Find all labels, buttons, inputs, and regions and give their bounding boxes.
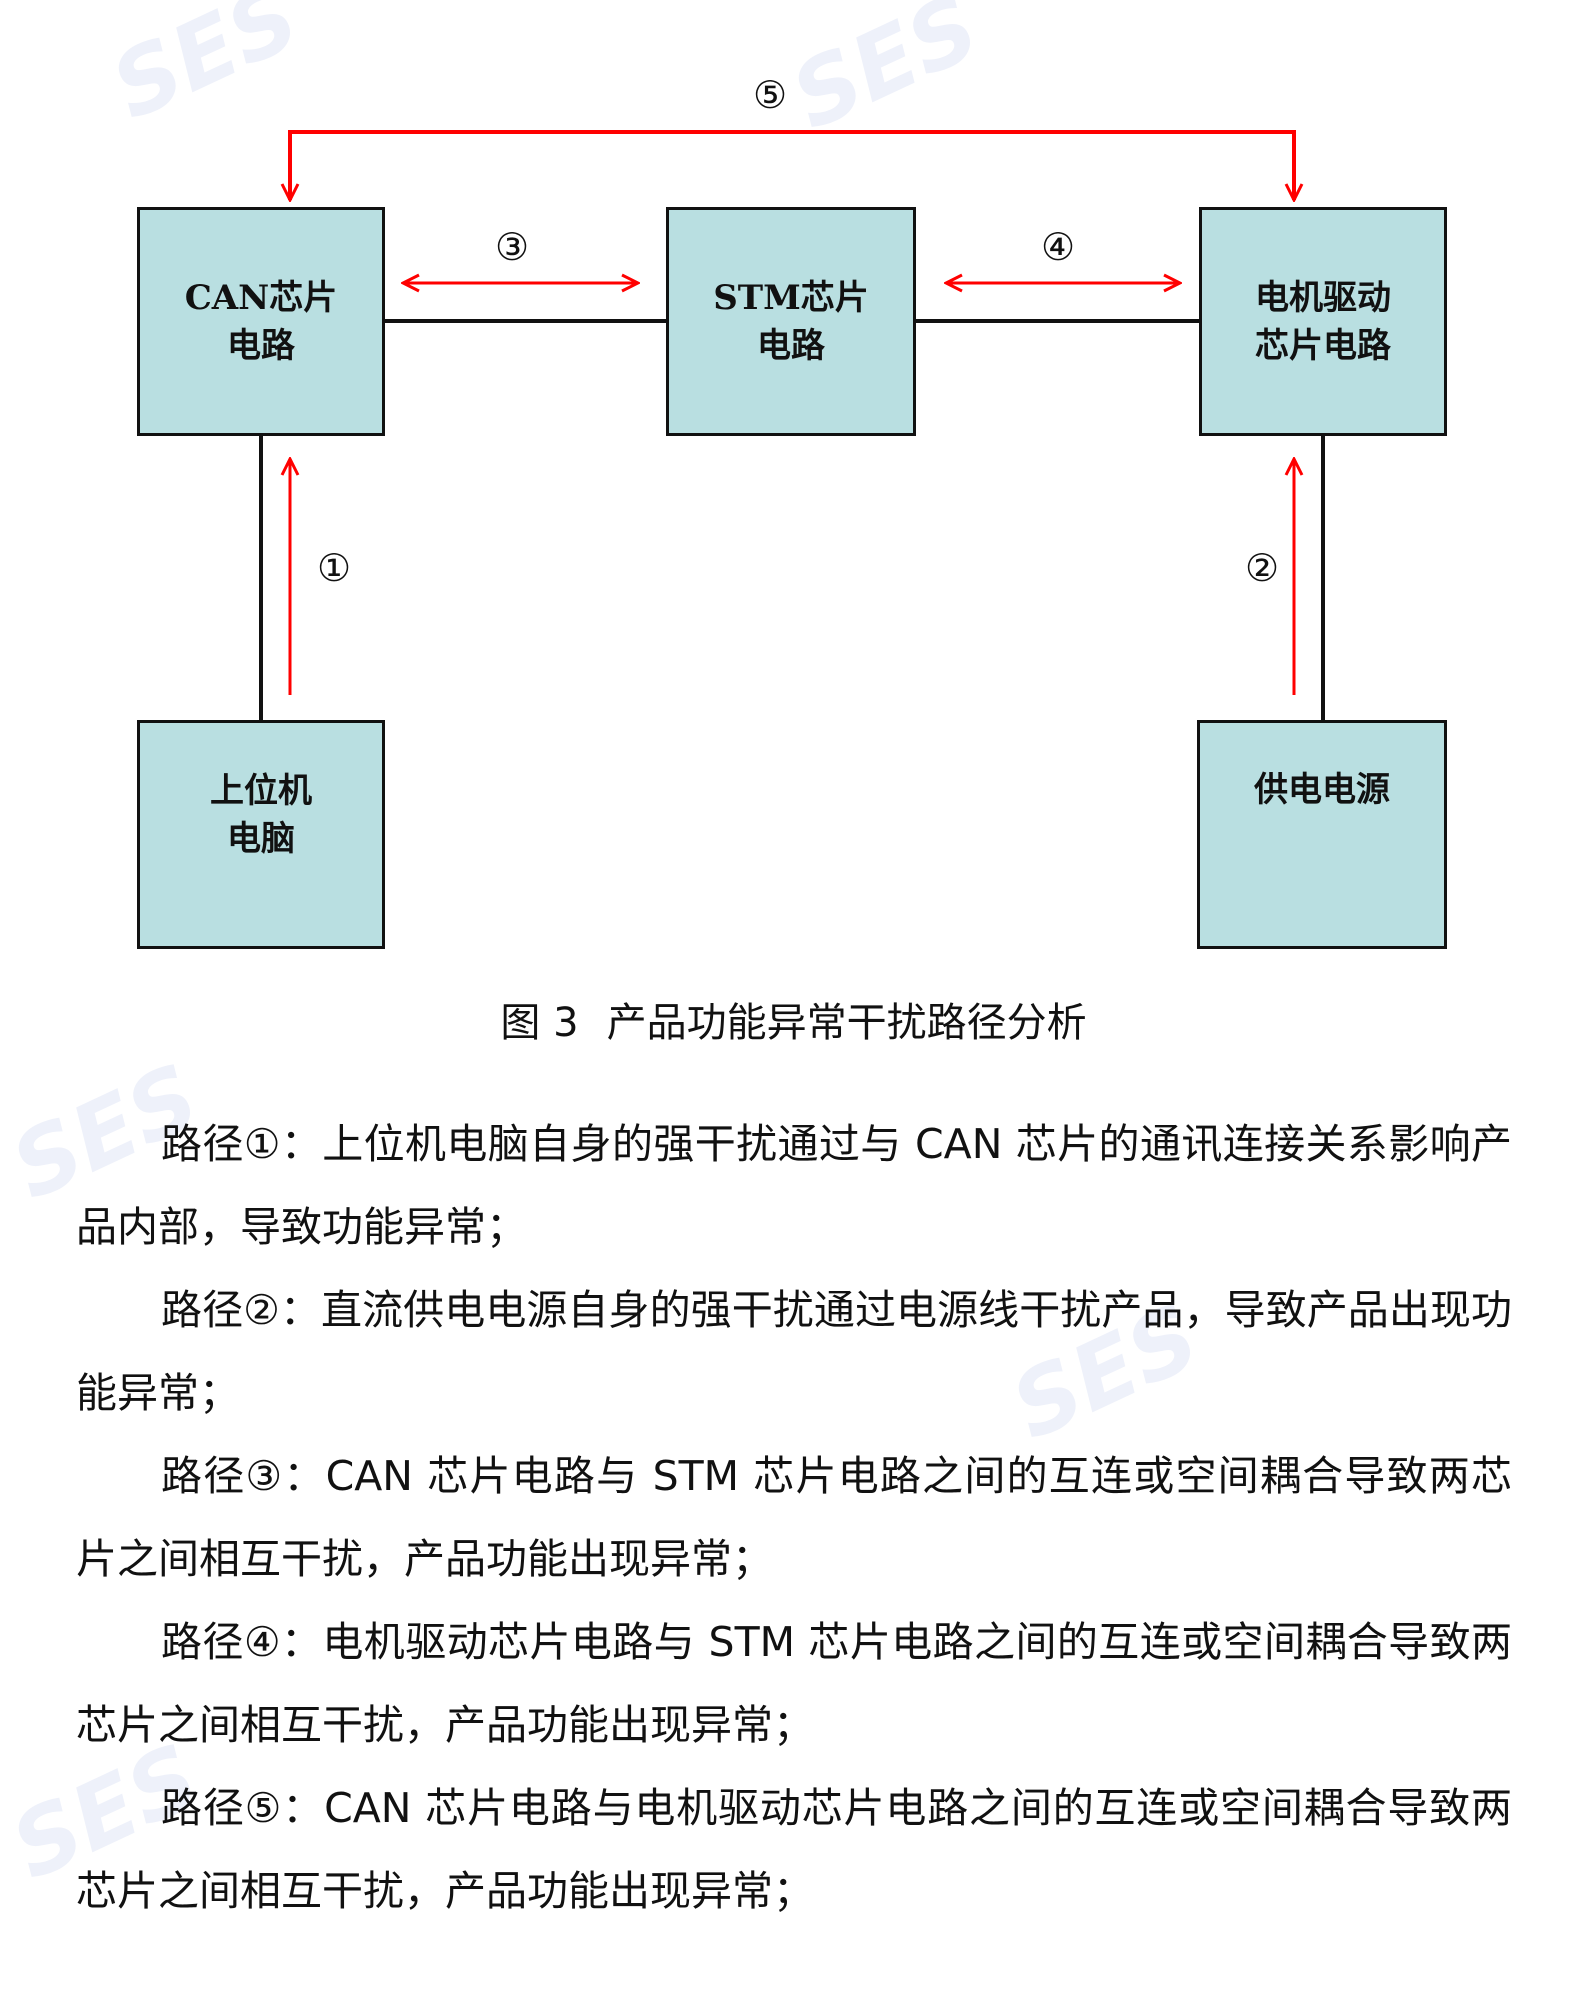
figure-title: 产品功能异常干扰路径分析 — [606, 1000, 1087, 1046]
figure-caption: 图 3 产品功能异常干扰路径分析 — [0, 990, 1587, 1048]
path-label-5: ⑤ — [752, 73, 788, 117]
node-can-chip-circuit: CAN芯片 电路 — [137, 207, 385, 436]
node-stm-chip-circuit: STM芯片 电路 — [666, 207, 916, 436]
node-label: CAN芯片 电路 — [184, 277, 338, 366]
node-motor-driver-circuit: 电机驱动 芯片电路 — [1199, 207, 1447, 436]
node-label: 电机驱动 芯片电路 — [1255, 277, 1391, 366]
node-label: STM芯片 电路 — [713, 277, 869, 366]
paragraph-path-3: 路径③：CAN 芯片电路与 STM 芯片电路之间的互连或空间耦合导致两芯片之间相… — [76, 1452, 1512, 1583]
path-label-3: ③ — [494, 225, 530, 269]
path-label-4: ④ — [1040, 225, 1076, 269]
diagram-connections — [259, 130, 1325, 721]
node-label: 供电电源 — [1254, 769, 1390, 810]
path-label-1: ① — [316, 546, 352, 590]
paragraph-path-1: 路径①：上位机电脑自身的强干扰通过与 CAN 芯片的通讯连接关系影响产品内部，导… — [76, 1120, 1512, 1251]
paragraph-path-4: 路径④：电机驱动芯片电路与 STM 芯片电路之间的互连或空间耦合导致两芯片之间相… — [76, 1618, 1512, 1749]
node-label: 上位机 电脑 — [210, 770, 312, 859]
node-host-pc: 上位机 电脑 — [137, 720, 385, 949]
paragraph-path-2: 路径②：直流供电电源自身的强干扰通过电源线干扰产品，导致产品出现功能异常； — [76, 1286, 1512, 1417]
paragraph-path-5: 路径⑤：CAN 芯片电路与电机驱动芯片电路之间的互连或空间耦合导致两芯片之间相互… — [76, 1784, 1512, 1915]
figure-number: 图 3 — [500, 1000, 579, 1046]
arrow-path-5 — [290, 130, 1294, 200]
node-power-supply: 供电电源 — [1197, 720, 1447, 949]
path-label-2: ② — [1244, 546, 1280, 590]
